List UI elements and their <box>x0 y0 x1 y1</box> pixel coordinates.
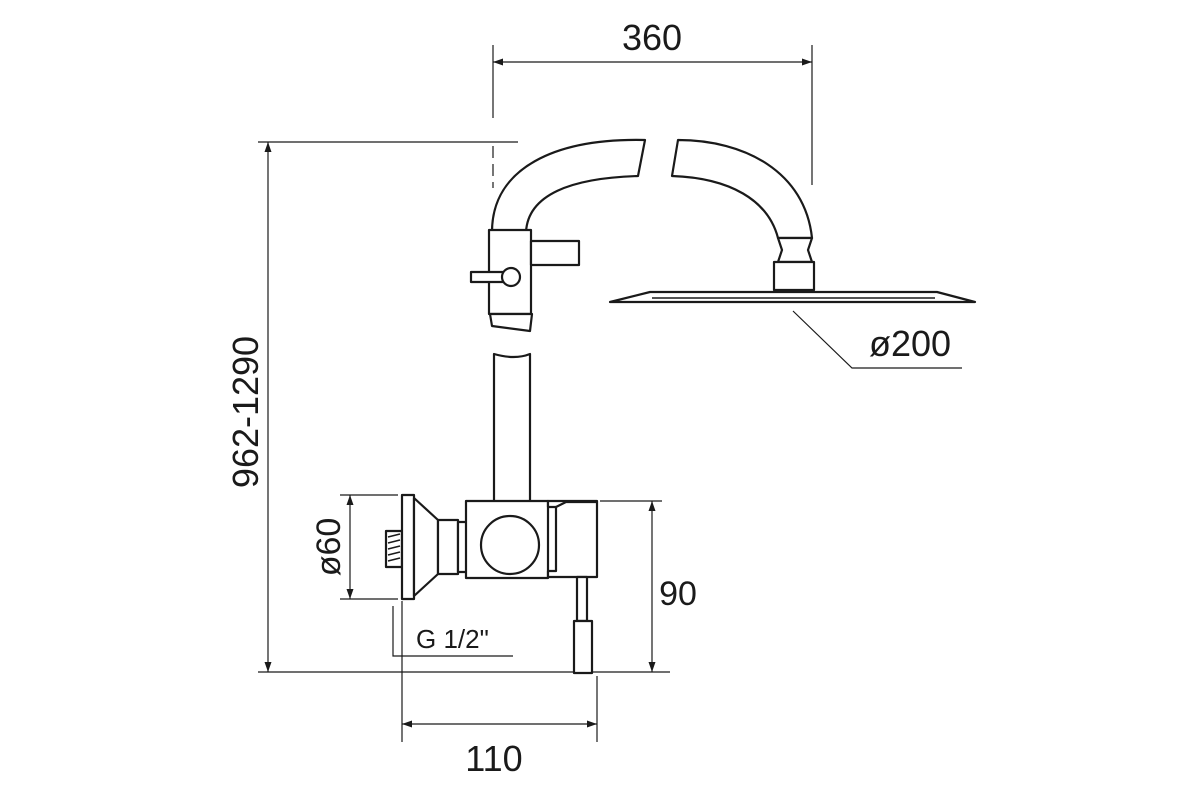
arm-diverter-spout <box>529 239 581 267</box>
dimension-mixer-height: 90 <box>600 500 697 672</box>
label-mixer-depth: 110 <box>465 738 522 779</box>
label-head-diameter: ø200 <box>869 323 951 364</box>
label-flange-diameter: ø60 <box>310 518 348 577</box>
arm-bend-right <box>670 138 814 240</box>
shower-arm-right <box>670 138 816 292</box>
leader-line-head <box>792 310 962 369</box>
dimension-total-height: 962-1290 <box>225 141 670 673</box>
label-962-1290: 962-1290 <box>225 336 266 488</box>
label-inlet-thread: G 1/2" <box>416 624 489 654</box>
arm-bend-left <box>490 138 647 234</box>
leader-line-thread <box>392 606 513 657</box>
connector-nut <box>436 518 460 576</box>
mixer-lever-rod <box>575 575 589 623</box>
mixer-handle-top <box>555 500 597 508</box>
dimension-flange-diameter: ø60 <box>310 494 398 600</box>
arm-connector-nut <box>776 236 814 264</box>
thread-lines <box>387 533 401 562</box>
arm-pipe-break <box>488 312 534 333</box>
label-360: 360 <box>622 17 682 58</box>
mixer-lever-grip <box>572 619 594 675</box>
shower-head-neck <box>772 260 816 292</box>
dimension-inlet-thread: G 1/2" <box>392 606 513 657</box>
diverter-knob <box>500 266 522 288</box>
riser-pipe-body <box>492 352 532 504</box>
riser-pipe <box>492 352 532 504</box>
mixer <box>384 493 599 675</box>
mixer-cartridge <box>479 514 541 576</box>
mixer-handle-base <box>546 499 599 579</box>
dimension-head-reach: 360 <box>492 17 813 188</box>
shower-head-disc <box>608 290 977 304</box>
shower-head: ø200 <box>608 290 977 369</box>
wall-flange <box>400 493 416 601</box>
dimension-mixer-depth: 110 <box>401 601 598 779</box>
label-mixer-height: 90 <box>659 575 697 613</box>
shower-arm-left <box>469 138 647 333</box>
flange-cone <box>412 496 440 598</box>
